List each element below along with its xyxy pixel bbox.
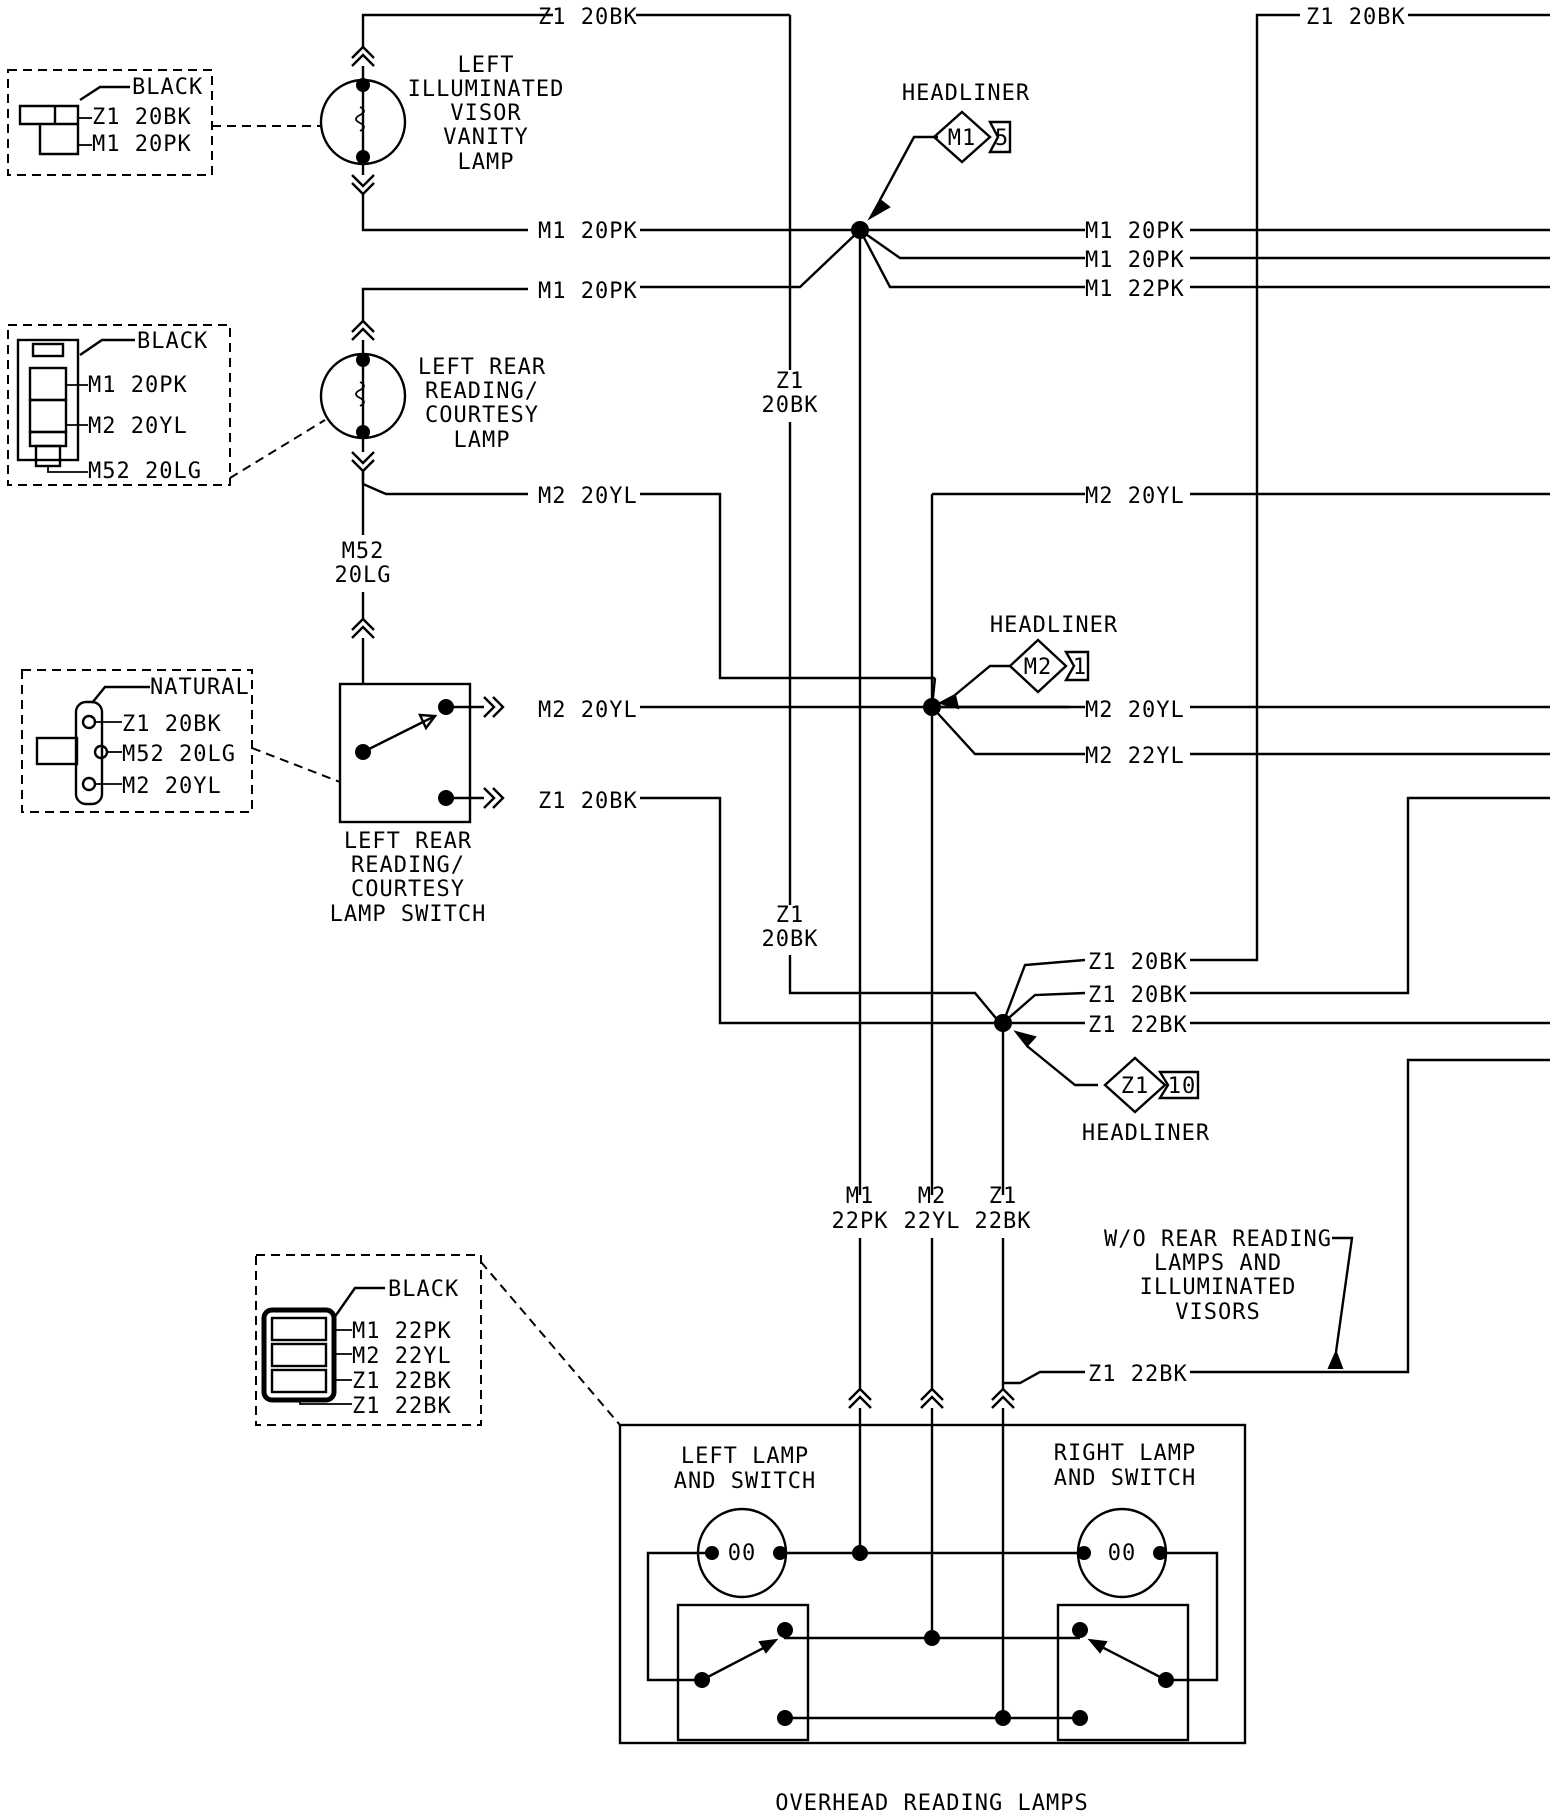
rear-reading-lamp: M1 20PK LEFT REAR READING/ COURTESY LAMP… [319, 279, 935, 684]
wire-m2-20yl-out2: M2 20YL [1085, 698, 1185, 723]
wire-m1-20pk-out1: M1 20PK [1085, 219, 1185, 244]
switch-label-3: COURTESY [351, 877, 465, 902]
visor-lamp-label-3: VISOR [450, 101, 521, 126]
left-lamp-label-2: AND SWITCH [674, 1469, 816, 1494]
wire-z1-20bk-out1: Z1 20BK [1088, 950, 1188, 975]
rear-pin-1: M1 20PK [88, 373, 188, 398]
wo-note-2: LAMPS AND [1154, 1251, 1282, 1276]
wire-m1-20pk-visor: M1 20PK [538, 219, 638, 244]
wire-20bk-mid: 20BK [762, 393, 819, 418]
overhead-pin-2: M2 22YL [352, 1344, 452, 1369]
switch-pin-2: M52 20LG [122, 742, 236, 767]
right-lamp-label-2: AND SWITCH [1054, 1466, 1196, 1491]
rear-pin-3: M52 20LG [88, 459, 202, 484]
wo-note-1: W/O REAR READING [1104, 1227, 1332, 1252]
visor-lamp-label-2: ILLUMINATED [408, 77, 565, 102]
wire-z1-down: Z1 [989, 1184, 1018, 1209]
m1-splice-count: 5 [995, 126, 1009, 151]
visor-vanity-lamp: LEFT ILLUMINATED VISOR VANITY LAMP [319, 13, 565, 232]
visor-pin-2: M1 20PK [92, 132, 192, 157]
overhead-title: OVERHEAD READING LAMPS [775, 1791, 1088, 1816]
rear-lamp-label-3: COURTESY [425, 403, 539, 428]
z1-splice: Z1 10 HEADLINER [994, 958, 1210, 1195]
wire-m2-22yl-out: M2 22YL [1085, 744, 1185, 769]
right-lamp-label-1: RIGHT LAMP [1054, 1441, 1196, 1466]
rear-pin-2: M2 20YL [88, 414, 188, 439]
wire-m52-label: M52 [342, 539, 385, 564]
m1-splice-id: M1 [948, 126, 977, 151]
m2-splice-headliner: HEADLINER [990, 613, 1118, 638]
switch-pin-3: M2 20YL [122, 774, 222, 799]
wire-m1-22pk-out: M1 22PK [1085, 277, 1185, 302]
wire-z1-20bk-top: Z1 20BK [538, 5, 638, 30]
overhead-pin-1: M1 22PK [352, 1319, 452, 1344]
wire-m1-20pk-out2: M1 20PK [1085, 248, 1185, 273]
wire-m2-20yl-out1: M2 20YL [1085, 484, 1185, 509]
switch-pin-1: Z1 20BK [122, 712, 222, 737]
switch-label-2: READING/ [351, 853, 465, 878]
m2-splice-count: 1 [1073, 655, 1087, 680]
wire-z1-20bk-topright: Z1 20BK [1306, 5, 1406, 30]
rear-lamp-label-1: LEFT REAR [418, 355, 546, 380]
m2-splice-id: M2 [1024, 655, 1053, 680]
right-lamp-glyph: 00 [1108, 1541, 1137, 1566]
m2-splice: M2 1 HEADLINER [923, 492, 1118, 1195]
wire-m2-down: M2 [918, 1184, 947, 1209]
z1-splice-count: 10 [1168, 1074, 1197, 1099]
overhead-connector-inset: BLACK M1 22PK M2 22YL Z1 22BK Z1 22BK [255, 1254, 621, 1426]
wire-m2-20yl-switch: M2 20YL [538, 698, 638, 723]
switch-label-1: LEFT REAR [344, 829, 472, 854]
rear-lamp-switch: LEFT REAR READING/ COURTESY LAMP SWITCH … [330, 682, 1070, 1025]
switch-connector-inset: NATURAL Z1 20BK M52 20LG M2 20YL [21, 669, 341, 813]
z1-splice-id: Z1 [1121, 1074, 1150, 1099]
z1-splice-headliner: HEADLINER [1082, 1121, 1210, 1146]
wo-note: W/O REAR READING LAMPS AND ILLUMINATED V… [1104, 1227, 1354, 1369]
overhead-reading-lamps: LEFT LAMP AND SWITCH 00 RIGHT LAMP AND S… [618, 1408, 1247, 1816]
switch-label-4: LAMP SWITCH [330, 902, 487, 927]
rear-lamp-label-4: LAMP [454, 428, 511, 453]
wire-z1-mid: Z1 [776, 369, 805, 394]
overhead-pin-4: Z1 22BK [352, 1394, 452, 1419]
wire-z1-22bk-wo: Z1 22BK [1088, 1362, 1188, 1387]
wire-m2-20yl-rear: M2 20YL [538, 484, 638, 509]
visor-lamp-label-5: LAMP [458, 150, 515, 175]
visor-lamp-label-4: VANITY [443, 125, 528, 150]
wo-note-3: ILLUMINATED [1140, 1275, 1297, 1300]
wire-m1-20pk-rear: M1 20PK [538, 279, 638, 304]
wire-20bk-lower: 20BK [762, 927, 819, 952]
wire-22yl-down: 22YL [904, 1209, 961, 1234]
visor-connector-color: BLACK [132, 75, 203, 100]
wire-20lg-label: 20LG [335, 563, 392, 588]
rear-connector-color: BLACK [137, 329, 208, 354]
visor-lamp-label-1: LEFT [458, 53, 515, 78]
visor-pin-1: Z1 20BK [92, 105, 192, 130]
switch-connector-color: NATURAL [150, 675, 250, 700]
rear-lamp-connector-inset: BLACK M1 20PK M2 20YL M52 20LG [7, 324, 326, 486]
overhead-connector-color: BLACK [388, 1277, 459, 1302]
wire-z1-20bk-out2: Z1 20BK [1088, 983, 1188, 1008]
left-lamp-label-1: LEFT LAMP [681, 1444, 809, 1469]
left-lamp-glyph: 00 [728, 1541, 757, 1566]
rear-lamp-label-2: READING/ [425, 379, 539, 404]
wire-22pk-down: 22PK [832, 1209, 889, 1234]
visor-connector-inset: BLACK Z1 20BK M1 20PK [7, 69, 320, 176]
overhead-pin-3: Z1 22BK [352, 1369, 452, 1394]
m1-splice-headliner: HEADLINER [902, 81, 1030, 106]
wire-m1-down: M1 [846, 1184, 875, 1209]
wire-z1-20bk-switch: Z1 20BK [538, 789, 638, 814]
wire-22bk-down: 22BK [975, 1209, 1032, 1234]
m1-splice: M1 5 HEADLINER [640, 81, 1085, 1195]
wire-z1-22bk-out: Z1 22BK [1088, 1013, 1188, 1038]
wo-note-4: VISORS [1175, 1300, 1260, 1325]
wire-z1-lower: Z1 [776, 903, 805, 928]
